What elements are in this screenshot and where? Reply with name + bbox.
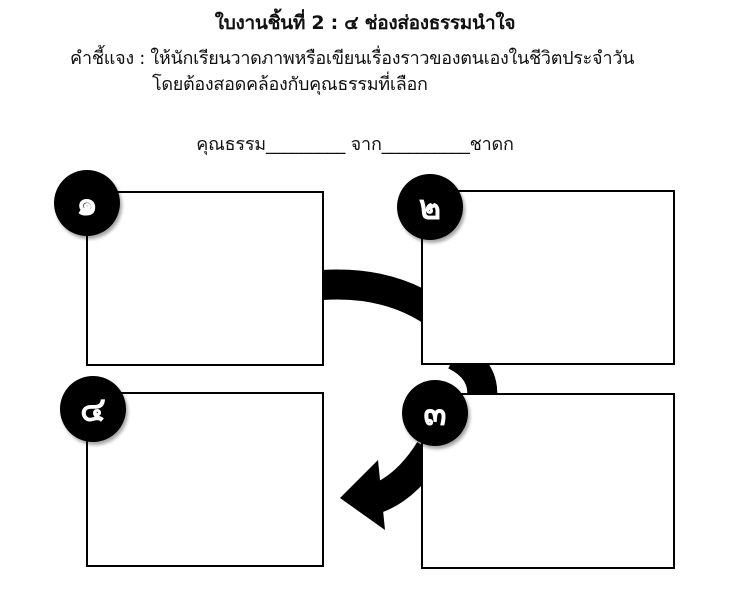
panel-3-number-badge: ๓	[402, 380, 468, 446]
panel-1-number-badge: ๑	[54, 170, 120, 236]
panel-4-box[interactable]	[86, 392, 324, 567]
panel-2-number-badge: ๒	[397, 174, 463, 240]
virtue-fill-in-line: คุณธรรม_________ จาก__________ชาดก	[196, 134, 514, 155]
panel-2-box[interactable]	[421, 190, 675, 365]
instruction-line-1: คำชี้แจง : ให้นักเรียนวาดภาพหรือเขียนเรื…	[70, 48, 635, 69]
instructions: คำชี้แจง : ให้นักเรียนวาดภาพหรือเขียนเรื…	[70, 46, 634, 98]
arrow-head-icon	[340, 460, 385, 530]
worksheet-title: ใบงานชิ้นที่ 2 : ๔ ช่องส่องธรรมนำใจ	[214, 12, 516, 34]
panel-4-number-badge: ๔	[60, 376, 126, 442]
panel-1-box[interactable]	[86, 191, 324, 366]
instruction-line-2: โดยต้องสอดคล้องกับคุณธรรมที่เลือก	[152, 74, 428, 95]
